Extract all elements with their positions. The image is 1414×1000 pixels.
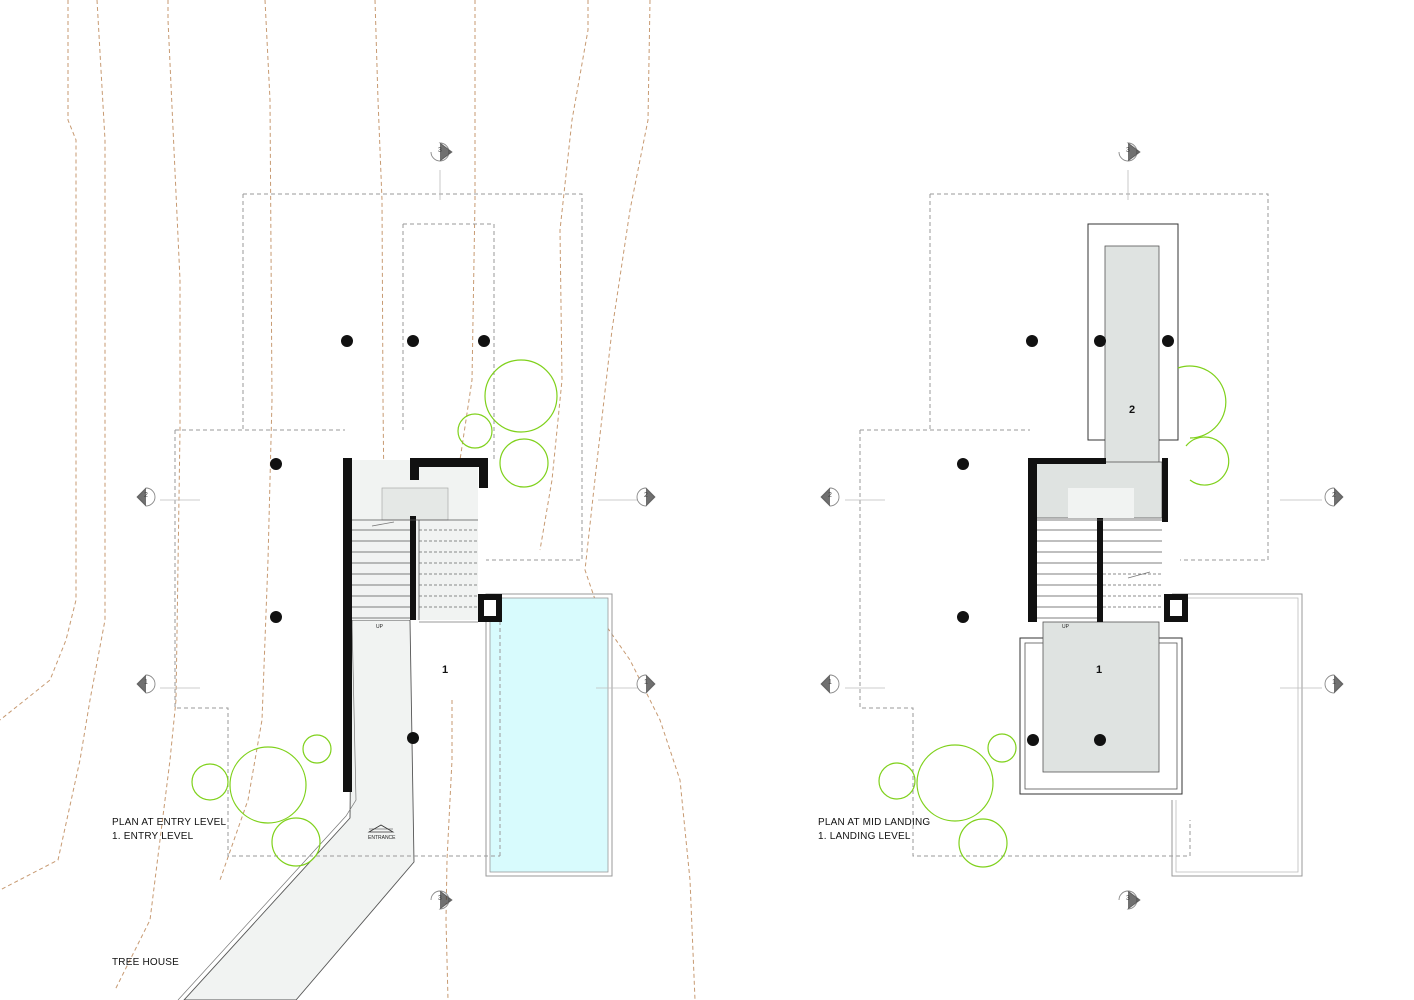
- section-marker-label-middle: 2: [828, 492, 832, 499]
- stair-up-label: UP: [376, 624, 383, 630]
- section-marker-label-lower: 1: [828, 679, 832, 686]
- section-marker-label-lower: 1: [144, 679, 148, 686]
- project-name: TREE HOUSE: [112, 957, 180, 968]
- swimming-pool: [485, 593, 613, 877]
- section-marker-label-lower: 1: [1332, 679, 1336, 686]
- plan-entry-level: [160, 170, 640, 1000]
- entrance-label: ENTRANCE: [368, 835, 396, 841]
- stair-flight: [352, 519, 478, 623]
- plan-title: PLAN AT MID LANDING: [818, 817, 931, 828]
- plan-title: PLAN AT ENTRY LEVEL: [112, 817, 227, 828]
- plan-subtitle: 1. LANDING LEVEL: [818, 831, 911, 842]
- tree-icon: [191, 359, 558, 867]
- terrain-contours: [0, 0, 696, 1000]
- room-number-lower: 1: [1096, 664, 1103, 676]
- section-marker-label-middle: 2: [1332, 492, 1336, 499]
- entrance-ramp: [183, 619, 415, 1000]
- plan-subtitle: 1. ENTRY LEVEL: [112, 831, 194, 842]
- room-number-upper: 2: [1129, 404, 1136, 416]
- columns: [270, 335, 490, 744]
- stair-flight: [1037, 519, 1162, 619]
- stair-up-label: UP: [1062, 624, 1069, 630]
- columns: [957, 335, 1174, 746]
- tree-icon: [878, 365, 1230, 868]
- section-marker-label-bottom: 3: [1126, 895, 1130, 902]
- entrance-arrow-icon: [367, 824, 395, 833]
- section-marker-label-lower: 1: [644, 679, 648, 686]
- section-marker-label-top: 3: [1126, 147, 1130, 154]
- section-marker-label-top: 3: [438, 147, 442, 154]
- plan-mid-landing: [845, 170, 1322, 877]
- section-marker-label-bottom: 3: [438, 895, 442, 902]
- section-marker-label-middle: 2: [144, 492, 148, 499]
- section-marker-label-middle: 2: [644, 492, 648, 499]
- room-number: 1: [442, 664, 449, 676]
